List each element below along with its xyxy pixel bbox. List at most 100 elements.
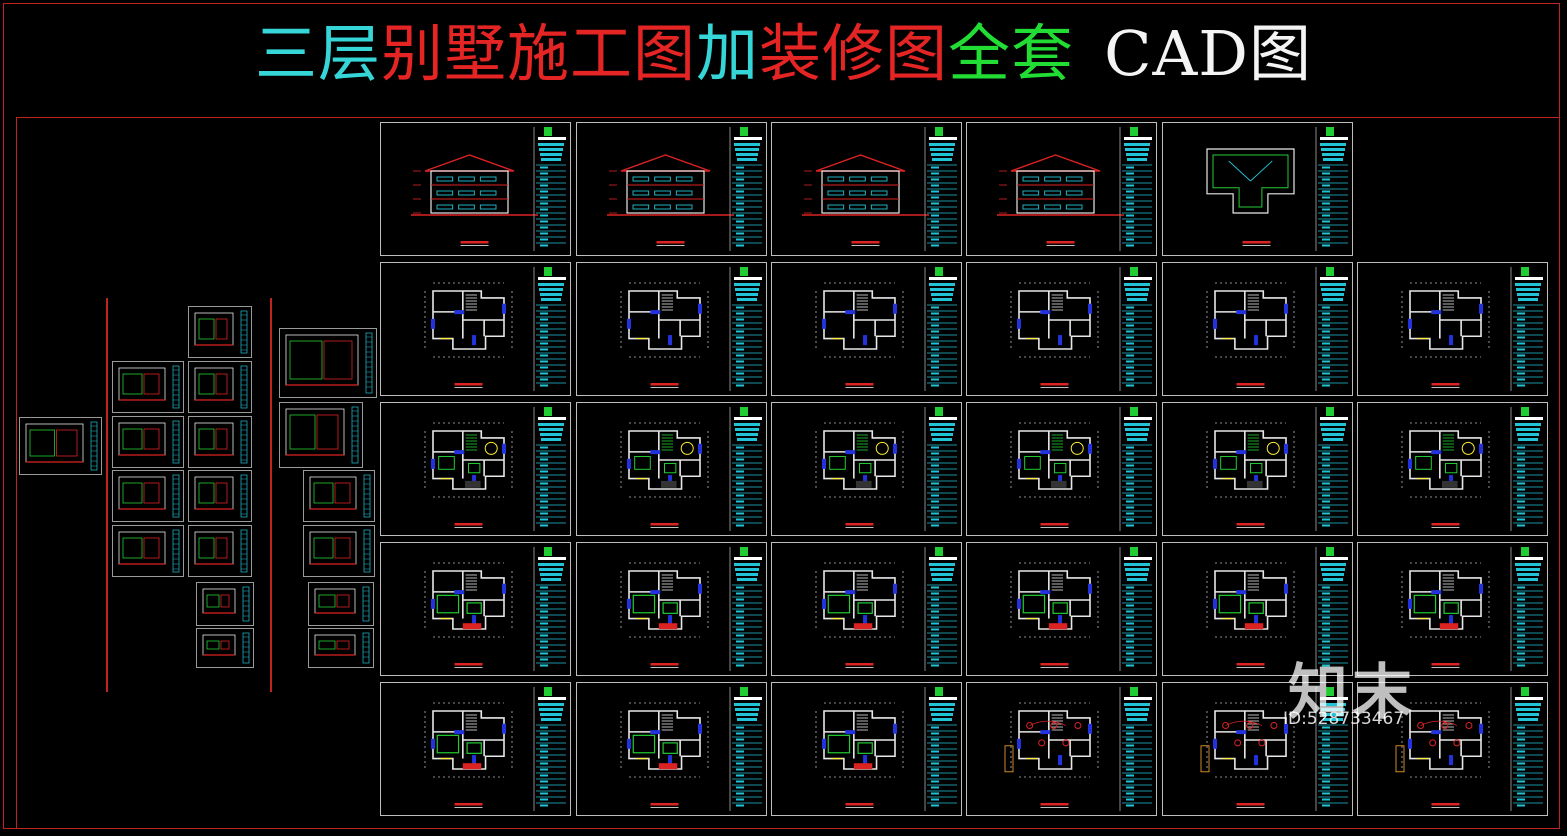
drawing-ceiling: [1206, 547, 1348, 671]
drawing-sheet-furniture-plans[interactable]: [380, 402, 571, 536]
drawing-sheet-furniture-plans[interactable]: [966, 402, 1157, 536]
detail-elevation-drawing: [285, 406, 359, 464]
drawing-ceiling: [815, 547, 957, 671]
drawing-sheet-electrical-plans[interactable]: [771, 682, 962, 816]
drawing-plan: [815, 267, 957, 391]
drawing-furnished: [620, 407, 762, 531]
drawing-sheet-elevations[interactable]: [1162, 122, 1353, 256]
detail-drawing-sheet[interactable]: [112, 361, 184, 413]
drawing-ceiling: [424, 547, 566, 671]
drawing-roof: [1206, 127, 1348, 251]
drawing-plan: [424, 267, 566, 391]
detail-elevation-drawing: [194, 365, 248, 409]
drawing-elevation: [607, 127, 762, 251]
detail-elevation-drawing: [309, 474, 371, 518]
drawing-sheet-electrical-plans[interactable]: [1162, 682, 1353, 816]
detail-drawing-sheet[interactable]: [279, 402, 363, 468]
detail-drawing-sheet[interactable]: [196, 582, 254, 626]
divider-line-left: [106, 298, 108, 692]
detail-drawing-sheet[interactable]: [19, 417, 102, 475]
drawing-board: [16, 117, 1560, 829]
drawing-electrical: [1004, 687, 1152, 811]
title-segment-6: CAD图: [1104, 17, 1312, 90]
drawing-furnished: [1010, 407, 1152, 531]
drawing-furnished: [424, 407, 566, 531]
title-segment-2: 别墅施工图: [381, 17, 697, 90]
drawing-elevation: [802, 127, 957, 251]
drawing-ceiling: [1401, 547, 1543, 671]
detail-elevation-drawing: [194, 529, 248, 573]
drawing-sheet-ceiling-plans[interactable]: [380, 542, 571, 676]
drawing-furnished: [1401, 407, 1543, 531]
detail-drawing-sheet[interactable]: [279, 328, 377, 398]
drawing-furnished: [815, 407, 957, 531]
drawing-sheet-construction-plans[interactable]: [1162, 262, 1353, 396]
detail-elevation-drawing: [309, 529, 371, 573]
detail-drawing-sheet[interactable]: [188, 306, 252, 358]
drawing-sheet-ceiling-plans[interactable]: [966, 542, 1157, 676]
drawing-ceiling: [620, 687, 762, 811]
detail-drawing-sheet[interactable]: [303, 525, 375, 577]
watermark-id: ID:528733467: [1283, 709, 1405, 729]
drawing-plan: [1401, 267, 1543, 391]
drawing-ceiling: [620, 547, 762, 671]
drawing-sheet-furniture-plans[interactable]: [576, 402, 767, 536]
drawing-sheet-elevations[interactable]: [380, 122, 571, 256]
drawing-elevation: [411, 127, 566, 251]
title-segment-3: 加: [696, 17, 760, 90]
detail-drawing-sheet[interactable]: [112, 525, 184, 577]
drawing-sheet-ceiling-plans[interactable]: [771, 542, 962, 676]
detail-drawing-sheet[interactable]: [112, 470, 184, 522]
drawing-sheet-electrical-plans[interactable]: [576, 682, 767, 816]
drawing-plan: [1206, 267, 1348, 391]
drawing-plan: [1010, 267, 1152, 391]
drawing-sheet-electrical-plans[interactable]: [380, 682, 571, 816]
drawing-sheet-construction-plans[interactable]: [1357, 262, 1548, 396]
drawing-sheet-elevations[interactable]: [771, 122, 962, 256]
detail-drawing-sheet[interactable]: [188, 361, 252, 413]
detail-drawing-sheet[interactable]: [308, 628, 374, 668]
drawing-sheet-construction-plans[interactable]: [771, 262, 962, 396]
drawing-furnished: [1206, 407, 1348, 531]
drawing-sheet-construction-plans[interactable]: [576, 262, 767, 396]
title-segment-1: 三层: [254, 17, 381, 90]
detail-elevation-drawing: [285, 332, 373, 394]
drawing-sheet-ceiling-plans[interactable]: [1162, 542, 1353, 676]
detail-drawing-sheet[interactable]: [188, 525, 252, 577]
drawing-ceiling: [815, 687, 957, 811]
detail-elevation-drawing: [194, 310, 248, 354]
drawing-electrical: [1395, 687, 1543, 811]
detail-drawing-sheet[interactable]: [188, 470, 252, 522]
detail-elevation-drawing: [118, 420, 180, 464]
detail-drawing-sheet[interactable]: [112, 416, 184, 468]
drawing-sheet-elevations[interactable]: [576, 122, 767, 256]
detail-elevation-drawing: [25, 421, 98, 471]
drawing-sheet-construction-plans[interactable]: [966, 262, 1157, 396]
drawing-sheet-elevations[interactable]: [966, 122, 1157, 256]
detail-drawing-sheet[interactable]: [303, 470, 375, 522]
detail-elevation-drawing: [314, 632, 370, 664]
drawing-sheet-electrical-plans[interactable]: [1357, 682, 1548, 816]
detail-elevation-drawing: [118, 529, 180, 573]
detail-drawing-sheet[interactable]: [308, 582, 374, 626]
drawing-sheet-ceiling-plans[interactable]: [1357, 542, 1548, 676]
drawing-electrical: [1200, 687, 1348, 811]
drawing-sheet-furniture-plans[interactable]: [771, 402, 962, 536]
drawing-sheet-furniture-plans[interactable]: [1357, 402, 1548, 536]
drawing-plan: [620, 267, 762, 391]
drawing-sheet-furniture-plans[interactable]: [1162, 402, 1353, 536]
drawing-sheet-construction-plans[interactable]: [380, 262, 571, 396]
detail-elevation-drawing: [194, 420, 248, 464]
watermark-brand: 知末: [1288, 658, 1416, 728]
drawing-ceiling: [424, 687, 566, 811]
detail-drawing-sheet[interactable]: [188, 416, 252, 468]
detail-elevation-drawing: [314, 586, 370, 622]
detail-drawing-sheet[interactable]: [196, 628, 254, 668]
detail-elevation-drawing: [202, 586, 250, 622]
drawing-sheet-electrical-plans[interactable]: [966, 682, 1157, 816]
divider-line-right: [270, 298, 272, 692]
detail-elevation-drawing: [118, 365, 180, 409]
title-segment-4: 装修图: [759, 17, 949, 90]
drawing-sheet-ceiling-plans[interactable]: [576, 542, 767, 676]
